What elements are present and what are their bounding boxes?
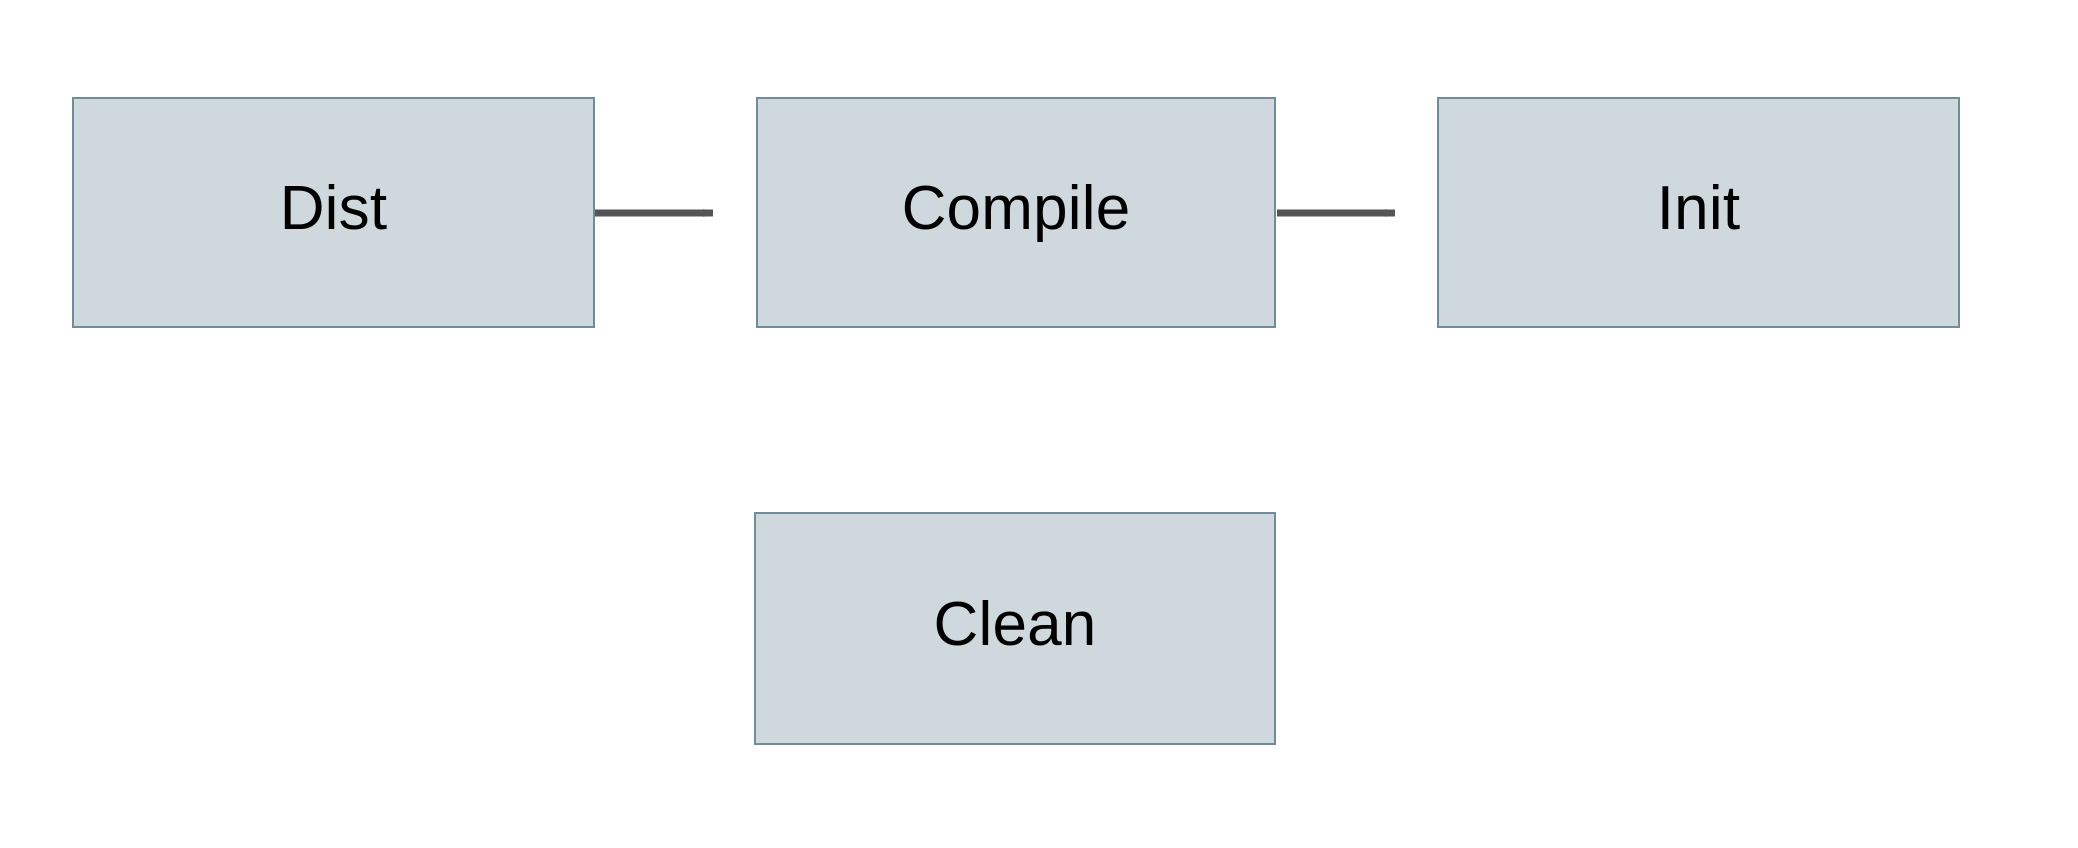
- node-clean-label: Clean: [933, 589, 1097, 659]
- node-dist[interactable]: Dist: [72, 97, 595, 328]
- node-init[interactable]: Init: [1437, 97, 1960, 328]
- node-dist-label: Dist: [279, 173, 388, 243]
- node-init-label: Init: [1656, 173, 1741, 243]
- node-clean[interactable]: Clean: [754, 512, 1276, 745]
- node-compile[interactable]: Compile: [756, 97, 1276, 328]
- node-compile-label: Compile: [901, 173, 1131, 243]
